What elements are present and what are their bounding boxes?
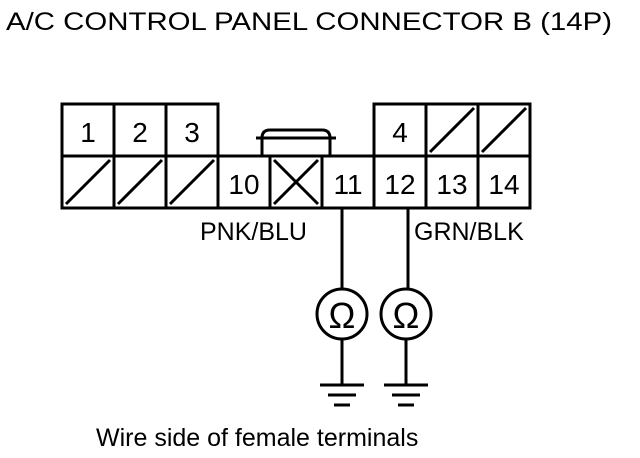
pin-label: 3 [184, 117, 200, 148]
blocked-cavity-x [272, 158, 320, 206]
pin-label: 2 [132, 117, 148, 148]
empty-cavity-slash [480, 106, 528, 154]
ground-icon [320, 383, 364, 407]
pin-label: 11 [333, 169, 362, 200]
empty-cavity-slash [116, 158, 164, 206]
ground-icon [384, 383, 428, 407]
diagram-title: A/C CONTROL PANEL CONNECTOR B (14P) [6, 8, 612, 36]
pin-label: 10 [228, 169, 259, 200]
empty-cavity-slash [64, 158, 112, 206]
empty-cavity-slash [168, 158, 216, 206]
connector-lock-tab [260, 128, 332, 156]
pin-label: 14 [488, 169, 519, 200]
empty-cavity-slash [428, 106, 476, 154]
ohm-symbol: Ω [329, 295, 356, 336]
pin-label: 4 [392, 117, 408, 148]
diagram-caption: Wire side of female terminals [96, 424, 418, 452]
wire-color-label: GRN/BLK [414, 218, 524, 246]
pin-label: 13 [436, 169, 467, 200]
pin-label: 1 [80, 117, 96, 148]
ohm-symbol: Ω [393, 295, 420, 336]
pin-label: 12 [384, 169, 415, 200]
wire-color-label: PNK/BLU [200, 218, 307, 246]
